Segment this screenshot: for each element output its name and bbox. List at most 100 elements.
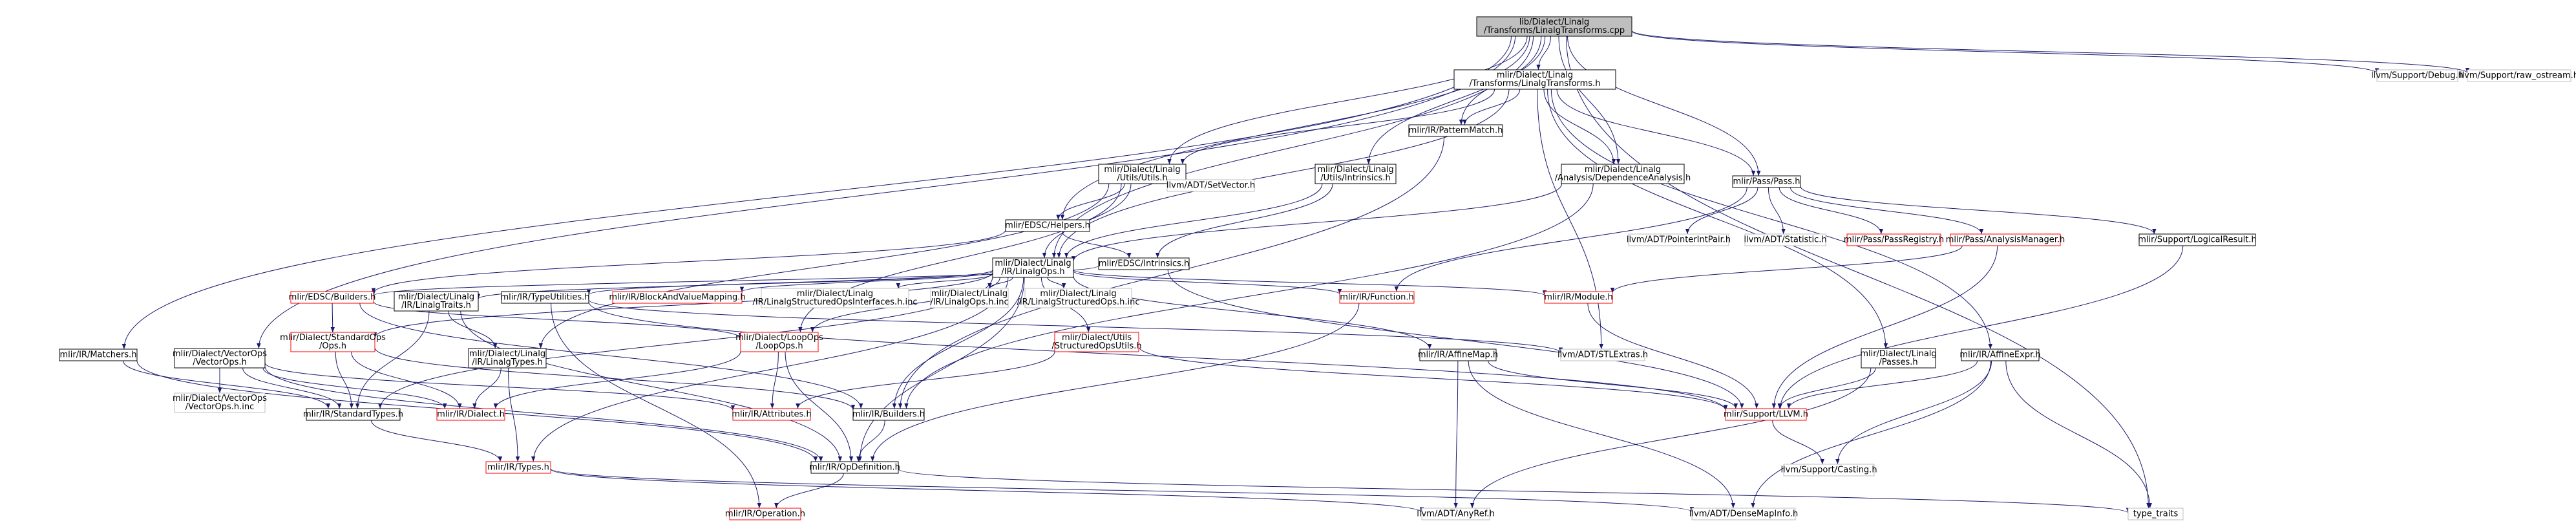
node-attrs[interactable]: mlir/IR/Attributes.h — [732, 408, 812, 421]
node-edscintr[interactable]: mlir/EDSC/Intrinsics.h — [1098, 257, 1190, 270]
edge-func-to-opdef — [870, 303, 1360, 462]
node-box-intr — [1314, 164, 1397, 184]
node-label-linpasses-1: /Passes.h — [1879, 358, 1917, 367]
edge-linops-to-opdef — [858, 277, 1025, 462]
edge-loopops-to-opdef — [785, 351, 854, 462]
node-lt_h[interactable]: mlir/Dialect/Linalg/Transforms/LinalgTra… — [1453, 69, 1616, 90]
node-passreg[interactable]: mlir/Pass/PassRegistry.h — [1844, 233, 1944, 246]
node-debug[interactable]: llvm/Support/Debug.h — [2371, 69, 2464, 82]
node-box-opdef — [810, 461, 899, 474]
node-llvmh[interactable]: mlir/Support/LLVM.h — [1724, 408, 1808, 421]
node-label-lintypes-1: /IR/LinalgTypes.h — [472, 358, 543, 367]
node-pmatch[interactable]: mlir/IR/PatternMatch.h — [1408, 124, 1503, 137]
node-linpasses[interactable]: mlir/Dialect/Linalg/Passes.h — [1860, 348, 1937, 369]
node-label-passreg-0: mlir/Pass/PassRegistry.h — [1844, 235, 1944, 245]
node-label-attrs-0: mlir/IR/Attributes.h — [732, 410, 811, 420]
edge-typeutil-to-stlext — [588, 299, 1563, 353]
node-box-logres — [2138, 233, 2256, 246]
node-operation[interactable]: mlir/IR/Operation.h — [725, 508, 805, 520]
edge-pass-to-ptrint — [1685, 187, 1758, 235]
node-module[interactable]: mlir/IR/Module.h — [1544, 291, 1613, 304]
node-typetraits[interactable]: type_traits — [2127, 508, 2184, 520]
nodes-layer: lib/Dialect/Linalg/Transforms/LinalgTran… — [59, 16, 2576, 520]
node-types[interactable]: mlir/IR/Types.h — [485, 461, 551, 474]
edge-utils-to-helpers — [1056, 183, 1125, 220]
node-vecinc[interactable]: mlir/Dialect/VectorOps/VectorOps.h.inc — [173, 392, 267, 413]
node-affmap[interactable]: mlir/IR/AffineMap.h — [1418, 348, 1498, 361]
node-box-typetraits — [2127, 508, 2184, 520]
edge-builders-to-irbuilders — [359, 303, 863, 409]
node-lintypes[interactable]: mlir/Dialect/Linalg/IR/LinalgTypes.h — [468, 348, 547, 369]
node-label-ptrint-0: llvm/ADT/PointerIntPair.h — [1627, 235, 1731, 245]
node-label-anman-0: mlir/Pass/AnalysisManager.h — [1946, 235, 2065, 245]
node-stdtypes[interactable]: mlir/IR/StandardTypes.h — [303, 408, 403, 421]
node-box-module — [1544, 291, 1613, 304]
node-label-lintraits-0: mlir/Dialect/Linalg — [398, 292, 474, 302]
node-setvec[interactable]: llvm/ADT/SetVector.h — [1167, 179, 1255, 192]
edge-sou-to-llvmh — [1138, 346, 1728, 411]
node-linops[interactable]: mlir/Dialect/Linalg/IR/LinalgOps.h — [992, 257, 1074, 278]
node-label-vecops-0: mlir/Dialect/VectorOps — [173, 349, 267, 359]
node-lsoi[interactable]: mlir/Dialect/Linalg/IR/LinalgStructuredO… — [752, 288, 918, 308]
node-box-setvec — [1167, 179, 1255, 192]
node-label-lopsinc-1: /IR/LinalgOps.h.inc — [930, 297, 1008, 307]
node-box-typeutil — [501, 291, 589, 304]
node-anman[interactable]: mlir/Pass/AnalysisManager.h — [1946, 233, 2065, 246]
node-densemap[interactable]: llvm/ADT/DenseMapInfo.h — [1689, 508, 1798, 520]
edge-linops-to-func — [1073, 270, 1342, 295]
node-irbuilders[interactable]: mlir/IR/Builders.h — [852, 408, 925, 421]
node-ptrint[interactable]: llvm/ADT/PointerIntPair.h — [1627, 233, 1731, 246]
node-stdops[interactable]: mlir/Dialect/StandardOps/Ops.h — [280, 332, 386, 352]
node-label-root-1: /Transforms/LinalgTransforms.cpp — [1484, 26, 1625, 36]
edge-root-to-lt_h — [1536, 36, 1552, 70]
node-lsops[interactable]: mlir/Dialect/Linalg/IR/LinalgStructuredO… — [1017, 288, 1140, 308]
node-statistic[interactable]: llvm/ADT/Statistic.h — [1744, 233, 1827, 246]
node-matchers[interactable]: mlir/IR/Matchers.h — [59, 348, 138, 361]
edge-dep-to-linops — [1071, 183, 1563, 262]
node-vecops[interactable]: mlir/Dialect/VectorOps/VectorOps.h — [173, 348, 267, 369]
node-builders[interactable]: mlir/EDSC/Builders.h — [289, 291, 376, 304]
node-logres[interactable]: mlir/Support/LogicalResult.h — [2138, 233, 2257, 246]
edge-types-to-anyref — [550, 469, 1424, 513]
node-helpers[interactable]: mlir/EDSC/Helpers.h — [1005, 219, 1090, 232]
node-label-lopsinc-0: mlir/Dialect/Linalg — [931, 289, 1008, 299]
node-root[interactable]: lib/Dialect/Linalg/Transforms/LinalgTran… — [1476, 16, 1632, 37]
edge-lintraits-to-lintypes — [448, 310, 498, 349]
node-dialect[interactable]: mlir/IR/Dialect.h — [436, 408, 505, 421]
node-label-dialect-0: mlir/IR/Dialect.h — [437, 410, 505, 420]
node-pass[interactable]: mlir/Pass/Pass.h — [1732, 175, 1801, 188]
node-anyref[interactable]: llvm/ADT/AnyRef.h — [1417, 508, 1495, 520]
node-affexpr[interactable]: mlir/IR/AffineExpr.h — [1959, 348, 2041, 361]
edge-llvmh-to-casting — [1772, 420, 1824, 465]
node-box-lopsinc — [930, 288, 1009, 308]
node-bamap[interactable]: mlir/IR/BlockAndValueMapping.h — [609, 291, 746, 304]
node-typeutil[interactable]: mlir/IR/TypeUtilities.h — [500, 291, 590, 304]
node-label-linpasses-0: mlir/Dialect/Linalg — [1860, 349, 1936, 359]
node-label-sou-0: mlir/Dialect/Utils — [1062, 333, 1132, 343]
node-stlext[interactable]: llvm/ADT/STLExtras.h — [1557, 348, 1648, 361]
node-casting[interactable]: llvm/Support/Casting.h — [1780, 464, 1877, 477]
node-dep[interactable]: mlir/Dialect/Linalg/Analysis/DependenceA… — [1555, 164, 1691, 184]
edge-stdops-to-dialect — [351, 351, 462, 409]
node-box-lsops — [1024, 288, 1132, 308]
node-box-dialect — [436, 408, 505, 421]
node-lintraits[interactable]: mlir/Dialect/Linalg/IR/LinalgTraits.h — [394, 291, 479, 312]
node-box-matchers — [59, 348, 138, 361]
node-label-lsoi-1: /IR/LinalgStructuredOpsInterfaces.h.inc — [752, 297, 917, 307]
edge-sou-to-attrs — [796, 351, 1055, 409]
node-label-vecinc-0: mlir/Dialect/VectorOps — [173, 394, 267, 403]
node-rawos[interactable]: llvm/Support/raw_ostream.h — [2460, 69, 2576, 82]
node-func[interactable]: mlir/IR/Function.h — [1339, 291, 1415, 304]
node-opdef[interactable]: mlir/IR/OpDefinition.h — [809, 461, 900, 474]
node-lopsinc[interactable]: mlir/Dialect/Linalg/IR/LinalgOps.h.inc — [930, 288, 1009, 308]
node-intr[interactable]: mlir/Dialect/Linalg/Utils/Intrinsics.h — [1314, 164, 1397, 184]
node-label-casting-0: llvm/Support/Casting.h — [1780, 466, 1877, 475]
node-box-sou — [1054, 332, 1139, 352]
node-box-stdtypes — [306, 408, 401, 421]
edge-affmap-to-llvmh — [1488, 360, 1738, 409]
edge-linops-to-module — [1073, 269, 1547, 296]
edge-matchers-to-stdtypes — [123, 360, 331, 409]
node-loopops[interactable]: mlir/Dialect/LoopOps/LoopOps.h — [735, 332, 823, 352]
node-sou[interactable]: mlir/Dialect/Utils/StructuredOpsUtils.h — [1051, 332, 1142, 352]
node-label-helpers-0: mlir/EDSC/Helpers.h — [1005, 221, 1090, 231]
